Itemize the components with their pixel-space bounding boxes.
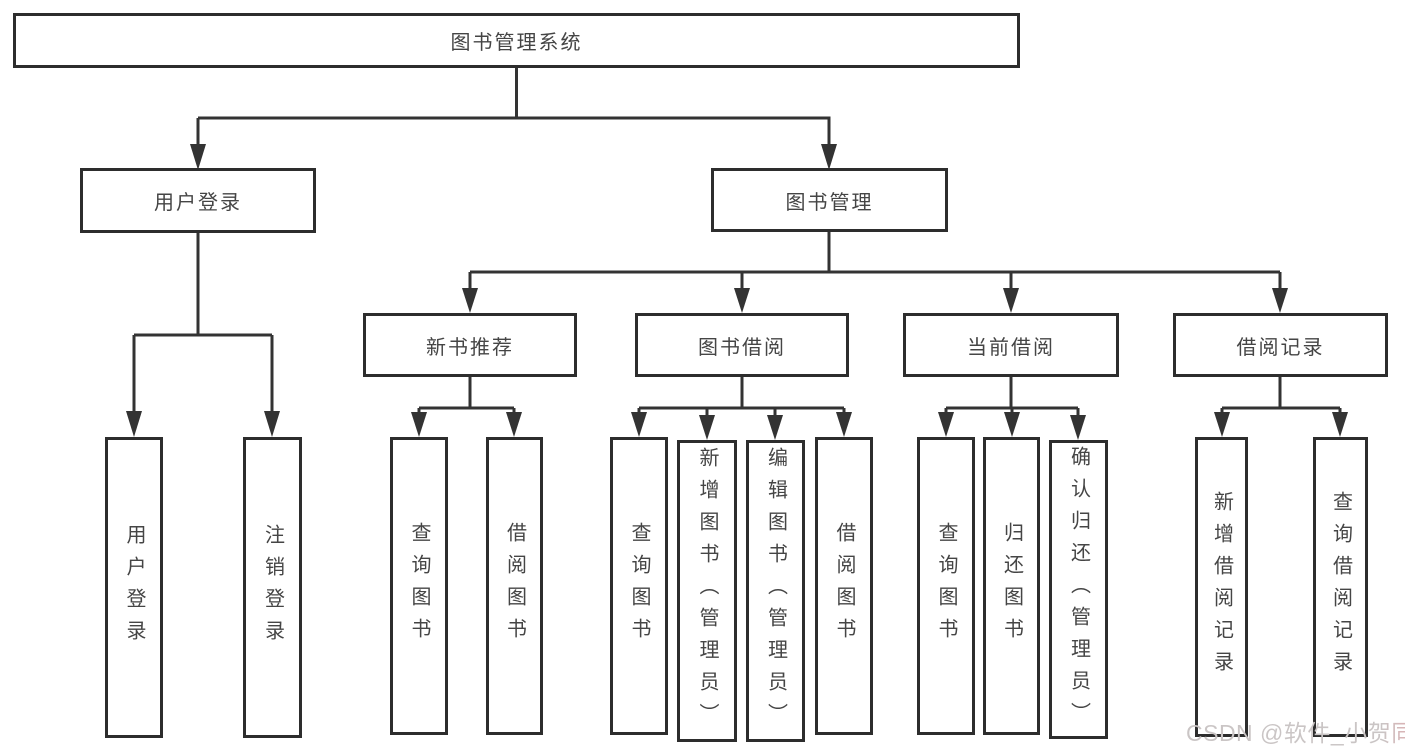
leaf-edit-books-admin: 编辑图书（管理员） — [746, 440, 805, 742]
node-label: 图书借阅 — [698, 336, 786, 359]
node-label: 新书推荐 — [426, 336, 514, 359]
leaf-logout: 注销登录 — [243, 437, 302, 738]
leaf-label: 编辑图书（管理员） — [764, 447, 787, 735]
node-current-borrow: 当前借阅 — [903, 313, 1119, 377]
leaf-query-books-3: 查询图书 — [917, 437, 975, 735]
node-label: 借阅记录 — [1236, 336, 1325, 359]
leaf-add-borrow-record: 新增借阅记录 — [1195, 437, 1248, 737]
leaf-query-borrow-record: 查询借阅记录 — [1313, 437, 1368, 737]
node-new-book-recommend: 新书推荐 — [363, 313, 577, 377]
node-root-label: 图书管理系统 — [450, 32, 583, 54]
leaf-borrow-books-2: 借阅图书 — [815, 437, 873, 735]
leaf-user-login: 用户登录 — [105, 437, 163, 738]
node-root: 图书管理系统 — [13, 13, 1020, 68]
leaf-borrow-books-1: 借阅图书 — [486, 437, 543, 735]
node-label: 当前借阅 — [967, 336, 1055, 359]
leaf-add-books-admin: 新增图书（管理员） — [677, 440, 737, 742]
node-book-borrow: 图书借阅 — [635, 313, 849, 377]
leaf-return-books: 归还图书 — [983, 437, 1040, 735]
node-user-login-branch: 用户登录 — [80, 168, 316, 233]
leaf-label: 归还图书 — [1000, 522, 1023, 650]
leaf-label: 用户登录 — [123, 523, 145, 652]
node-label: 用户登录 — [154, 192, 242, 214]
leaf-label: 新增借阅记录 — [1210, 491, 1233, 683]
node-book-management: 图书管理 — [711, 168, 948, 232]
leaf-label: 借阅图书 — [503, 522, 526, 650]
csdn-watermark: CSDN @软件_小贺同学 — [1186, 714, 1405, 747]
leaf-label: 查询图书 — [935, 522, 957, 650]
leaf-label: 确认归还（管理员） — [1067, 445, 1090, 734]
leaf-label: 查询图书 — [628, 522, 650, 650]
leaf-label: 查询借阅记录 — [1329, 491, 1352, 683]
leaf-label: 注销登录 — [261, 523, 284, 652]
leaf-query-books-1: 查询图书 — [390, 437, 448, 735]
leaf-label: 新增图书（管理员） — [696, 447, 718, 735]
arrowheads — [126, 144, 1348, 440]
leaf-label: 借阅图书 — [833, 522, 855, 650]
node-label: 图书管理 — [785, 191, 874, 214]
node-borrow-records: 借阅记录 — [1173, 313, 1388, 377]
leaf-confirm-return-admin: 确认归还（管理员） — [1049, 440, 1108, 739]
leaf-query-books-2: 查询图书 — [610, 437, 668, 735]
leaf-label: 查询图书 — [408, 522, 430, 650]
